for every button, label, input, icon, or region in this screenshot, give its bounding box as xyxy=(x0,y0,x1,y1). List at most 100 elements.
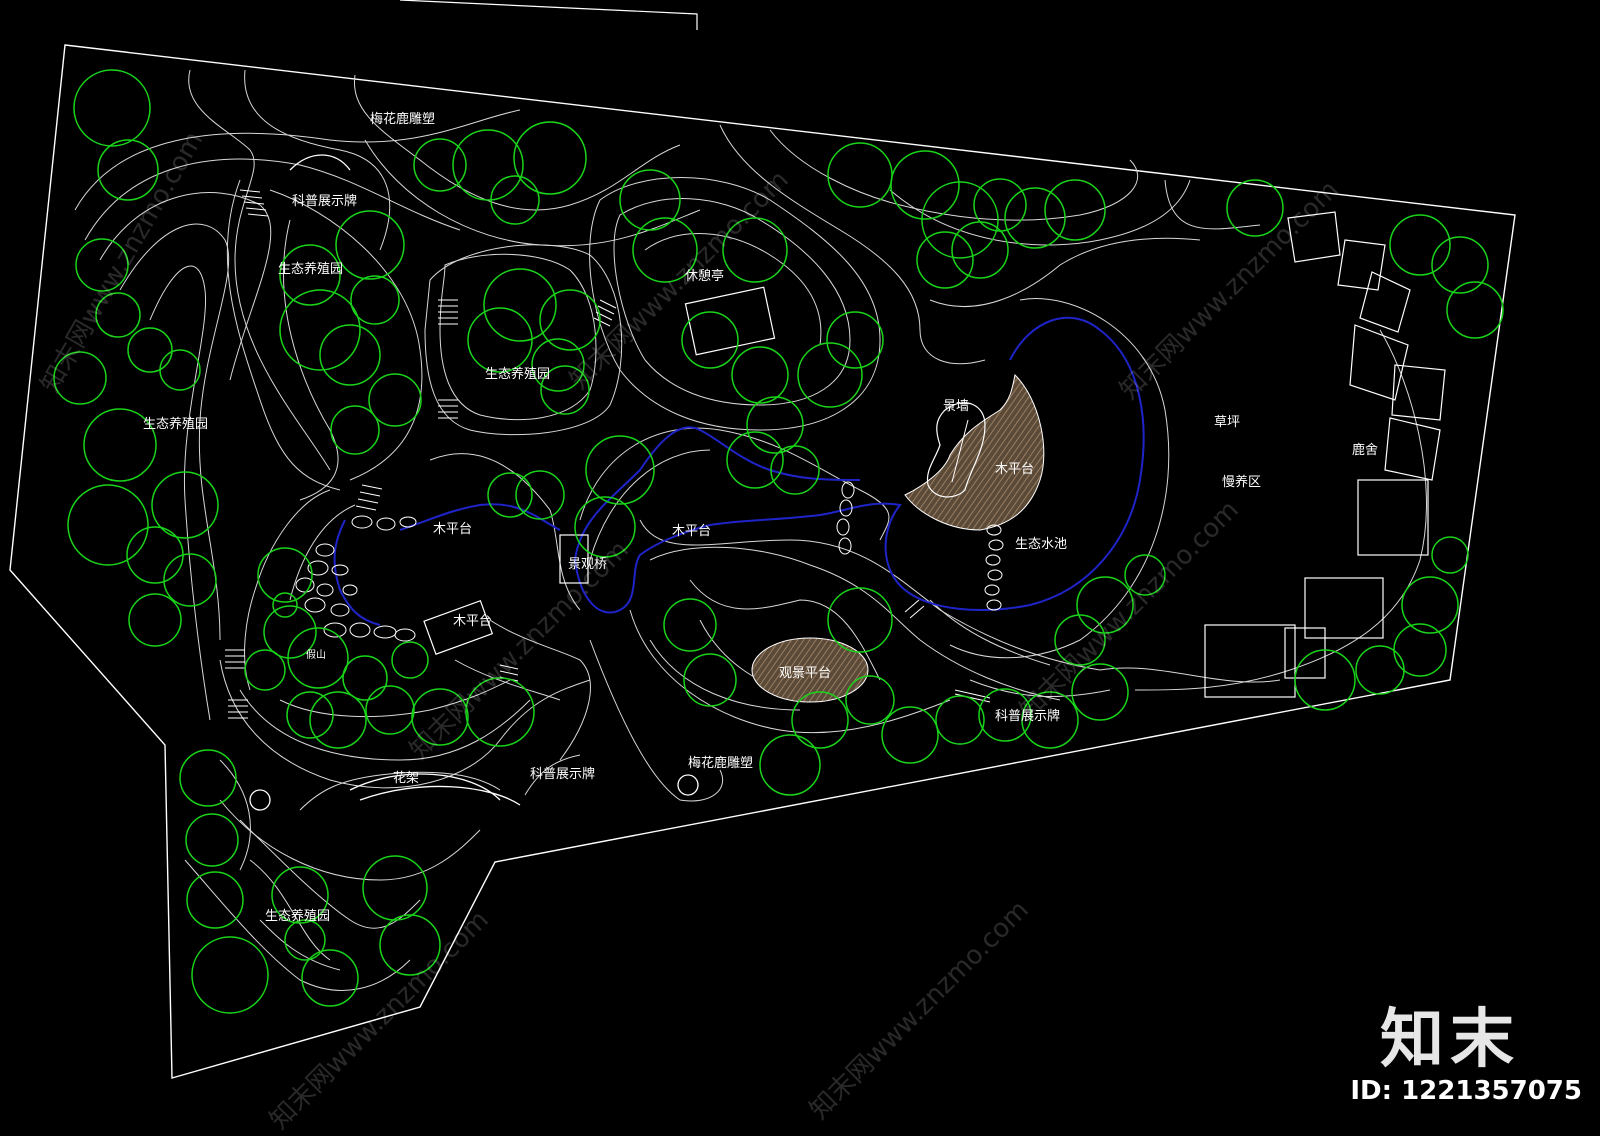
label-kepu-bottom: 科普展示牌 xyxy=(530,766,595,782)
tree-canopy xyxy=(319,324,381,386)
tree-canopy xyxy=(539,289,601,351)
sculpture-bottom xyxy=(677,774,699,796)
tree-canopy xyxy=(1294,649,1356,711)
tree-canopy xyxy=(379,914,441,976)
tree-canopy xyxy=(916,231,974,289)
tree-canopy xyxy=(271,866,329,924)
tree-canopy xyxy=(309,691,367,749)
tree-canopy xyxy=(284,919,326,961)
tree-canopy xyxy=(951,221,1009,279)
pergola-arc-inner xyxy=(359,785,521,806)
tree-canopy xyxy=(585,435,655,505)
plan-labels: 梅花鹿雕塑 科普展示牌 生态养殖园 生态养殖园 生态养殖园 生态养殖园 休憩亭 … xyxy=(143,111,1378,924)
tree-canopy xyxy=(731,346,789,404)
structures xyxy=(423,211,1446,698)
tree-canopies xyxy=(53,69,1504,1014)
tree-canopy xyxy=(191,936,269,1014)
tree-canopy xyxy=(465,677,535,747)
label-caoping: 草坪 xyxy=(1214,415,1240,430)
tree-canopy xyxy=(973,178,1027,232)
tree-canopy xyxy=(1054,614,1106,666)
tree-canopy xyxy=(257,547,313,603)
tree-canopy xyxy=(97,139,159,201)
tree-canopy xyxy=(574,496,636,558)
tree-canopy xyxy=(746,396,804,454)
feature-wall xyxy=(926,402,986,498)
sign-arc xyxy=(289,154,351,171)
tree-canopy xyxy=(452,129,524,201)
small-feature xyxy=(249,789,271,811)
label-shengtai-pond: 生态水池 xyxy=(1015,537,1067,552)
tree-canopy xyxy=(1044,179,1106,241)
rockery xyxy=(295,515,417,642)
tree-canopy xyxy=(681,311,739,369)
tree-canopy xyxy=(272,592,298,618)
tree-canopy xyxy=(827,587,893,653)
tree-canopy xyxy=(1431,536,1469,574)
watermark-id: ID: 1221357075 xyxy=(1350,1076,1582,1106)
label-guanjing: 观景平台 xyxy=(779,666,831,681)
tree-canopy xyxy=(330,405,380,455)
tree-canopy xyxy=(179,749,237,807)
label-shengtai-upper: 生态养殖园 xyxy=(278,261,343,277)
tree-canopy xyxy=(365,685,415,735)
tree-canopy xyxy=(826,311,884,369)
label-kepu-right: 科普展示牌 xyxy=(995,708,1060,724)
tree-canopy xyxy=(335,210,405,280)
label-mupingtai-pond: 木平台 xyxy=(995,462,1034,477)
tree-canopy xyxy=(921,181,999,259)
tree-canopy xyxy=(391,641,429,679)
tree-canopy xyxy=(75,238,129,292)
tree-canopy xyxy=(279,244,341,306)
tree-canopy xyxy=(515,470,565,520)
label-lushe: 鹿舍 xyxy=(1352,442,1378,458)
tree-canopy xyxy=(368,373,422,427)
tree-canopy xyxy=(159,349,201,391)
tree-canopy xyxy=(263,605,317,659)
tree-canopy xyxy=(619,169,681,231)
feature-wall-inner xyxy=(951,419,969,483)
label-huajia: 花架 xyxy=(393,770,419,786)
label-jingqiang: 景墙 xyxy=(943,399,969,414)
label-mupingtai-low: 木平台 xyxy=(453,614,492,629)
label-mansu: 慢养区 xyxy=(1222,474,1261,490)
label-mupingtai-left: 木平台 xyxy=(433,522,472,537)
tree-canopy xyxy=(411,688,469,746)
tree-canopy xyxy=(287,627,349,689)
tree-canopy xyxy=(791,691,849,749)
label-meihua-bottom: 梅花鹿雕塑 xyxy=(688,755,753,771)
tree-canopy xyxy=(487,472,533,518)
tree-canopy xyxy=(726,431,784,489)
tree-canopy xyxy=(128,593,182,647)
tree-canopy xyxy=(286,691,334,739)
top-building-edge xyxy=(399,0,698,30)
tree-canopy xyxy=(1071,663,1129,721)
tree-canopy xyxy=(413,138,467,192)
tree-canopy xyxy=(350,275,400,325)
tree-canopy xyxy=(163,553,217,607)
tree-canopy xyxy=(531,338,585,392)
tree-canopy xyxy=(467,307,533,373)
tree-canopy xyxy=(827,142,893,208)
tree-canopy xyxy=(127,327,173,373)
tree-canopy xyxy=(632,217,698,283)
tree-canopy xyxy=(1401,576,1459,634)
label-shengtai-mid: 生态养殖园 xyxy=(485,366,550,382)
tree-canopy xyxy=(1389,214,1451,276)
tree-canopy xyxy=(513,121,587,195)
label-shengtai-bottom: 生态养殖园 xyxy=(265,908,330,924)
tree-canopy xyxy=(722,217,788,283)
tree-canopy xyxy=(53,351,107,405)
tree-canopy xyxy=(95,292,141,338)
watermark-logo: 知末 xyxy=(1380,1003,1520,1077)
tree-canopy xyxy=(151,471,219,539)
label-meihua-top: 梅花鹿雕塑 xyxy=(370,111,435,127)
tree-canopy xyxy=(770,445,820,495)
steps xyxy=(225,189,991,719)
tree-canopy xyxy=(1076,576,1134,634)
tree-canopy xyxy=(301,949,359,1007)
tree-canopy xyxy=(1004,187,1066,249)
tree-canopy xyxy=(1431,236,1489,294)
tree-canopy xyxy=(683,653,737,707)
